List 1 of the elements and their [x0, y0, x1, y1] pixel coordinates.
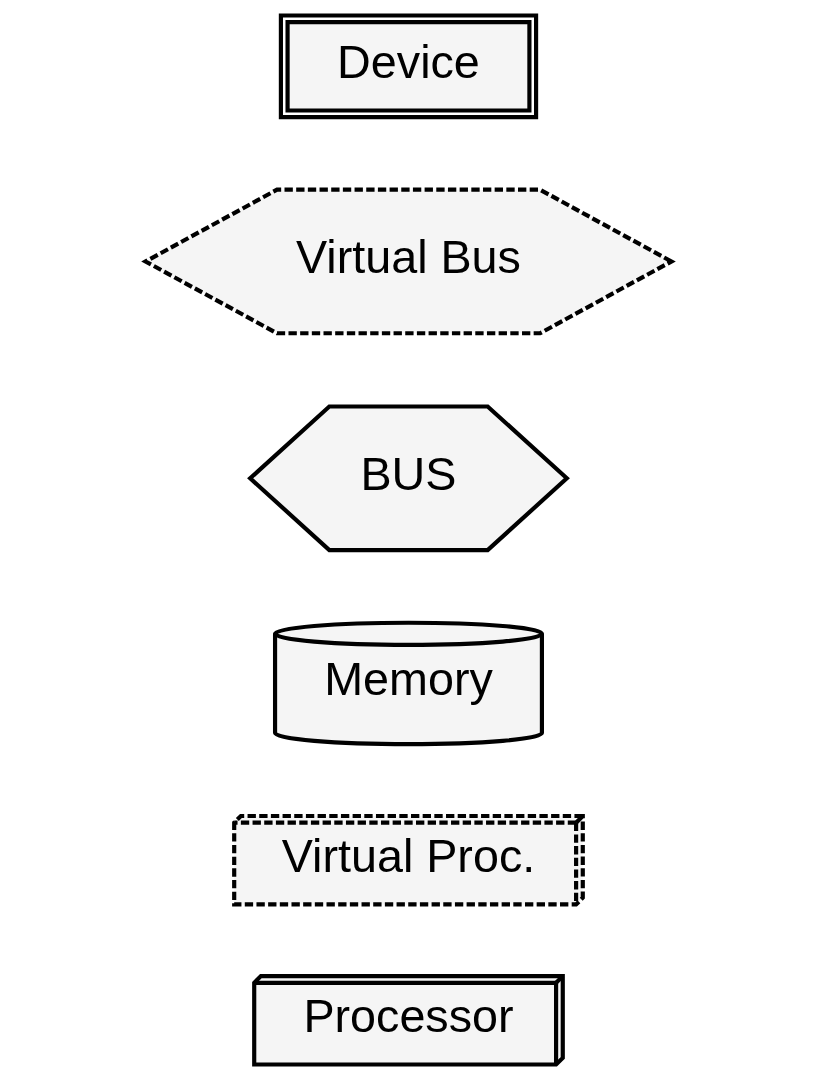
- node-box: Device: [278, 13, 539, 120]
